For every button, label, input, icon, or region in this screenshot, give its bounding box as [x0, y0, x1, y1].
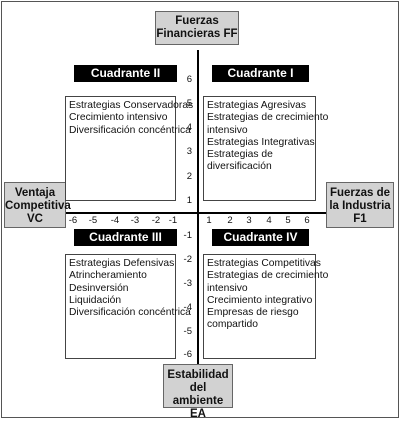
quadrant-iv-item: intensivo	[207, 282, 248, 294]
x-tick-label: -3	[130, 215, 140, 226]
axis-label-right-line-2: la Industria	[329, 200, 391, 212]
x-tick-label: -6	[68, 215, 78, 226]
quadrant-iv-item: compartido	[207, 319, 258, 331]
quadrant-i-item: intensivo	[207, 124, 248, 136]
vertical-axis	[197, 50, 199, 372]
axis-label-right: Fuerzas de la Industria F1	[326, 182, 394, 228]
y-tick-label: -5	[183, 326, 192, 337]
axis-label-right-line-3: F1	[353, 213, 367, 225]
y-tick-label: 4	[186, 122, 192, 133]
axis-label-bottom: Estabilidad del ambiente EA	[163, 364, 233, 420]
quadrant-i-item: Estrategias Integrativas	[207, 136, 315, 148]
quadrant-iii-strategies: Estrategias Defensivas Atrincheramiento …	[65, 254, 191, 359]
quadrant-iii-title: Cuadrante III	[74, 229, 177, 246]
axis-label-left: Ventaja Competitiva VC	[4, 182, 71, 228]
x-tick-label: 3	[246, 215, 252, 226]
x-tick-label: -2	[151, 215, 161, 226]
quadrant-iii-item: Liquidación	[69, 294, 122, 306]
y-tick-label: 2	[186, 171, 192, 182]
axis-label-top-line-2: Financieras FF	[156, 28, 238, 40]
x-tick-label: 2	[227, 215, 233, 226]
x-tick-label: 5	[285, 215, 291, 226]
x-tick-label: 6	[304, 215, 310, 226]
quadrant-iii-item: Diversificación concéntrica	[69, 307, 191, 319]
y-tick-label: -6	[183, 349, 192, 360]
quadrant-i-item: Estrategias de crecimiento	[207, 112, 329, 124]
y-tick-label: 6	[186, 74, 192, 85]
axis-label-top-line-1: Fuerzas	[175, 15, 219, 27]
quadrant-i-strategies: Estrategias Agresivas Estrategias de cre…	[203, 96, 329, 201]
axis-label-bottom-line-3: EA	[190, 408, 206, 420]
axis-label-right-line-1: Fuerzas de	[329, 187, 391, 199]
quadrant-ii-item: Crecimiento intensivo	[69, 112, 168, 124]
quadrant-ii-strategies: Estrategias Conservadoras Crecimiento in…	[65, 96, 194, 201]
x-tick-label: 1	[206, 215, 212, 226]
quadrant-ii-item: Estrategias Conservadoras	[69, 100, 194, 111]
y-tick-label: -2	[183, 254, 192, 265]
quadrant-iv-item: Empresas de riesgo	[207, 307, 299, 319]
y-tick-label: -3	[183, 278, 192, 289]
x-tick-label: -1	[168, 215, 178, 226]
quadrant-iii-item: Estrategias Defensivas	[69, 258, 175, 269]
quadrant-iv-title: Cuadrante IV	[212, 229, 309, 246]
axis-label-top: Fuerzas Financieras FF	[155, 11, 239, 45]
x-tick-label: -5	[88, 215, 98, 226]
y-tick-label: 3	[186, 146, 192, 157]
axis-label-left-line-2: Competitiva	[5, 200, 71, 212]
quadrant-iii-item: Atrincheramiento	[69, 270, 147, 282]
y-tick-label: 5	[186, 98, 192, 109]
quadrant-iii-item: Desinversión	[69, 282, 129, 294]
horizontal-axis	[64, 212, 326, 214]
axis-label-bottom-line-1: Estabilidad	[167, 369, 229, 381]
axis-label-bottom-line-2: del ambiente	[172, 382, 224, 407]
y-tick-label: 1	[186, 195, 192, 206]
quadrant-iv-strategies: Estrategias Competitivas Estrategias de …	[203, 254, 329, 359]
x-tick-label: -4	[110, 215, 120, 226]
quadrant-i-item: Estrategias Agresivas	[207, 100, 307, 111]
x-tick-label: 4	[266, 215, 272, 226]
quadrant-iv-item: Estrategias de crecimiento	[207, 270, 329, 282]
quadrant-ii-title: Cuadrante II	[74, 65, 177, 82]
quadrant-ii-item: Diversificación concéntrica	[69, 124, 191, 136]
quadrant-iv-item: Estrategias Competitivas	[207, 258, 321, 269]
axis-label-left-line-3: VC	[27, 213, 43, 225]
axis-label-left-line-1: Ventaja	[14, 187, 56, 199]
quadrant-i-item: diversificación	[207, 161, 272, 173]
y-tick-label: -4	[183, 302, 192, 313]
quadrant-i-title: Cuadrante I	[212, 65, 309, 82]
y-tick-label: -1	[183, 230, 192, 241]
quadrant-iv-item: Crecimiento integrativo	[207, 294, 313, 306]
quadrant-i-item: Estrategias de	[207, 149, 273, 161]
